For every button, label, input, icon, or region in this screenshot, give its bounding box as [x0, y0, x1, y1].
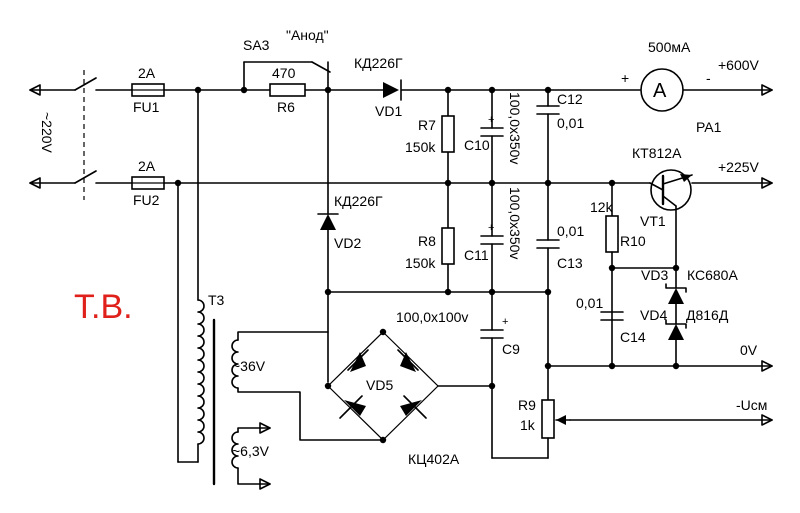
pa1-label: PA1: [696, 119, 722, 135]
meter-symbol: A: [653, 80, 667, 102]
resistor-r8: [441, 227, 455, 265]
r8-value: 150k: [405, 255, 436, 271]
r8-label: R8: [418, 233, 436, 249]
meter-current: 500мА: [648, 39, 691, 55]
c14-value: 0,01: [576, 295, 603, 311]
r7-value: 150k: [405, 139, 436, 155]
capacitor-c14: [600, 311, 624, 321]
vd1-label: VD1: [375, 103, 402, 119]
top-rail: [163, 84, 773, 96]
fu1-rating: 2A: [138, 65, 156, 81]
fuse-fu2: [131, 176, 165, 190]
vd4-label: VD4: [640, 307, 667, 323]
fu2-label: FU2: [133, 192, 160, 208]
c10-value: 100,0x350v: [507, 92, 523, 164]
vd3-type: КС680А: [687, 267, 738, 283]
diode-bridge-vd5: [327, 331, 493, 441]
t3-label: Т3: [208, 292, 225, 308]
c10-label: C10: [464, 137, 490, 153]
sa3-label: SA3: [243, 37, 270, 53]
out-600v-label: +600V: [718, 57, 760, 73]
c12-value: 0,01: [557, 115, 584, 131]
r10-value: 12k: [590, 199, 614, 215]
meter-minus: -: [706, 70, 711, 86]
middle-rail: [163, 177, 773, 189]
potentiometer-r9: [491, 291, 773, 459]
vd5-label: VD5: [366, 377, 393, 393]
vt1-label: VT1: [640, 213, 666, 229]
r6-value: 470: [272, 65, 296, 81]
fu1-label: FU1: [133, 99, 160, 115]
junction-dots: [174, 86, 680, 444]
mains-input: [29, 70, 133, 200]
capacitor-c13: [536, 182, 560, 293]
r10-label: R10: [620, 233, 646, 249]
r6-label: R6: [277, 99, 295, 115]
vd4-type: Д816Д: [686, 307, 729, 323]
input-voltage-label: ~220V: [39, 112, 55, 154]
out-0v-label: 0V: [740, 342, 758, 358]
diode-vd1: [383, 79, 402, 101]
vd3-label: VD3: [641, 267, 668, 283]
r9-label: R9: [518, 397, 536, 413]
vd1-type: КД226Г: [354, 55, 403, 71]
transformer-primary: [177, 89, 216, 486]
vd2-label: VD2: [334, 235, 361, 251]
transistor-vt1: [649, 169, 693, 269]
r7-label: R7: [418, 117, 436, 133]
winding-63v-label: ~6,3V: [232, 443, 270, 459]
c9-label: C9: [502, 341, 520, 357]
vd5-type: КЦ402А: [408, 451, 460, 467]
meter-plus: +: [621, 70, 629, 86]
c10-plus: +: [488, 114, 494, 126]
resistor-r6: [269, 83, 306, 97]
ammeter-pa1: [640, 68, 684, 112]
vd2-type: КД226Г: [334, 193, 383, 209]
tv-mark: Т.В.: [74, 288, 133, 326]
capacitor-c10: [480, 89, 504, 184]
capacitor-c11: [480, 182, 504, 293]
capacitor-c9: [480, 291, 504, 459]
c13-label: C13: [557, 255, 583, 271]
winding-36v-label: ~36V: [232, 358, 266, 374]
fuse-fu1: [131, 83, 165, 97]
c11-plus: +: [488, 222, 494, 234]
diode-vd2: [317, 89, 339, 383]
vt1-type: КТ812А: [632, 145, 682, 161]
fu2-rating: 2A: [138, 158, 156, 174]
c11-label: C11: [464, 247, 489, 263]
c14-label: C14: [620, 329, 646, 345]
capacitor-c12: [536, 89, 560, 184]
sa3-note: "Анод": [286, 27, 329, 43]
resistor-r7: [441, 89, 455, 184]
r9-value: 1k: [520, 417, 536, 433]
winding-36v: [231, 331, 384, 441]
out-ucm-label: -Uсм: [736, 397, 767, 413]
c13-value: 0,01: [557, 223, 584, 239]
winding-63v: [231, 422, 271, 490]
out-225v-label: +225V: [718, 159, 760, 175]
c9-plus: +: [502, 316, 508, 328]
zener-vd3: [665, 267, 687, 325]
c12-label: C12: [557, 91, 583, 107]
c11-value: 100,0x350v: [507, 187, 523, 259]
zero-volt-rail: [547, 360, 773, 372]
zener-vd4: [665, 319, 687, 367]
switch-sa3: [243, 61, 331, 91]
c9-value: 100,0x100v: [396, 309, 468, 325]
